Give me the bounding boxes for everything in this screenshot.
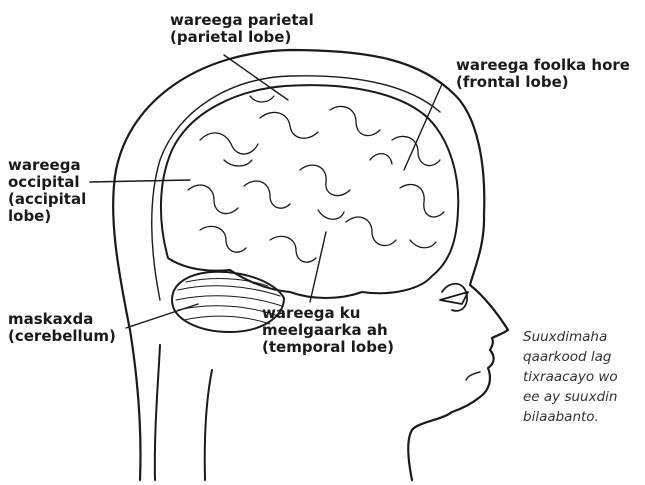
cerebrum-outline <box>161 85 458 298</box>
eye <box>440 292 468 304</box>
caption-line2: qaarkood lag <box>523 347 618 367</box>
label-frontal-lobe: wareega foolka hore (frontal lobe) <box>456 57 630 91</box>
label-cerebellum-line1: maskaxda <box>8 311 116 328</box>
spinal-cord-right <box>205 370 212 480</box>
label-temporal-lobe: wareega ku meelgaarka ah (temporal lobe) <box>262 305 394 356</box>
leader-cerebellum <box>126 304 198 328</box>
label-occipital-line4: lobe) <box>8 208 86 225</box>
caption-line3: tixraacayo wo <box>523 367 618 387</box>
caption-line5: bilaabanto. <box>523 407 618 427</box>
label-frontal-line1: wareega foolka hore <box>456 57 630 74</box>
label-temporal-line3: (temporal lobe) <box>262 339 394 356</box>
leader-temporal <box>310 232 326 302</box>
mouth-line <box>466 372 480 380</box>
label-occipital-line1: wareega <box>8 157 86 174</box>
label-parietal-line2: (parietal lobe) <box>170 29 314 46</box>
label-parietal-lobe: wareega parietal (parietal lobe) <box>170 12 314 46</box>
label-occipital-line2: occipital <box>8 174 86 191</box>
side-caption: Suuxdimaha qaarkood lag tixraacayo wo ee… <box>523 327 618 427</box>
label-frontal-line2: (frontal lobe) <box>456 74 630 91</box>
leader-parietal <box>224 55 288 100</box>
caption-line4: ee ay suuxdin <box>523 387 618 407</box>
skull-inner-line <box>152 76 440 300</box>
label-cerebellum: maskaxda (cerebellum) <box>8 311 116 345</box>
label-occipital-line3: (accipital <box>8 191 86 208</box>
leader-occipital <box>90 180 190 182</box>
brain-gyri <box>188 96 444 262</box>
label-parietal-line1: wareega parietal <box>170 12 314 29</box>
label-temporal-line1: wareega ku <box>262 305 394 322</box>
spinal-cord-left <box>155 345 160 480</box>
ear-outline <box>442 284 467 311</box>
label-cerebellum-line2: (cerebellum) <box>8 328 116 345</box>
label-temporal-line2: meelgaarka ah <box>262 322 394 339</box>
label-occipital-lobe: wareega occipital (accipital lobe) <box>8 157 86 225</box>
head-outline <box>113 50 508 480</box>
caption-line1: Suuxdimaha <box>523 327 618 347</box>
